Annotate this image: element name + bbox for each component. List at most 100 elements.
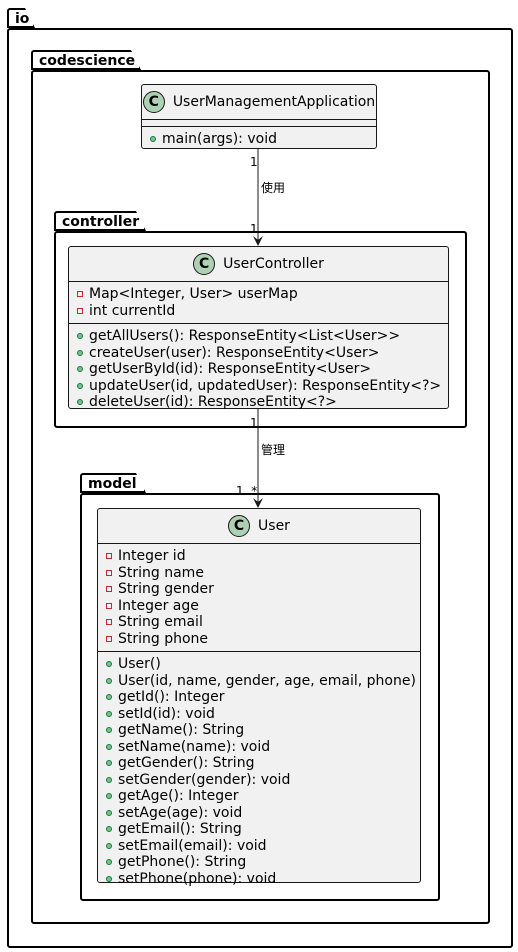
public-visibility-icon xyxy=(106,842,112,849)
private-visibility-icon xyxy=(77,291,83,298)
class-user-controller[interactable]: C UserController Map<Integer, User> user… xyxy=(68,246,449,410)
method-signature: updateUser(id, updatedUser): ResponseEnt… xyxy=(89,377,442,394)
method-row: setEmail(email): void xyxy=(104,838,420,855)
private-visibility-icon xyxy=(106,569,112,576)
package-io-label: io xyxy=(15,11,30,27)
private-visibility-icon xyxy=(106,553,112,560)
method-signature: getEmail(): String xyxy=(118,821,242,837)
field-text: Integer age xyxy=(118,597,199,614)
method-signature: setId(id): void xyxy=(118,705,215,722)
manages-arrowhead xyxy=(253,498,263,508)
field-text: int currentId xyxy=(89,302,176,319)
class-header: C User xyxy=(98,509,420,544)
field-row: String email xyxy=(104,614,420,631)
fields-section: Integer id String name String gender Int… xyxy=(98,544,420,652)
method-signature: deleteUser(id): ResponseEntity<?> xyxy=(89,394,337,410)
method-row: createUser(user): ResponseEntity<User> xyxy=(75,345,448,362)
methods-section: getAllUsers(): ResponseEntity<List<User>… xyxy=(69,324,448,415)
public-visibility-icon xyxy=(106,661,112,668)
public-visibility-icon xyxy=(106,809,112,816)
public-visibility-icon xyxy=(106,875,112,882)
package-controller-label: controller xyxy=(62,214,140,230)
package-codescience-tab: codescience xyxy=(31,50,141,70)
private-visibility-icon xyxy=(106,635,112,642)
public-visibility-icon xyxy=(150,136,156,143)
class-name: User xyxy=(258,518,290,534)
private-visibility-icon xyxy=(106,602,112,609)
field-text: String name xyxy=(118,564,204,581)
method-row: getGender(): String xyxy=(104,755,420,772)
field-row: Map<Integer, User> userMap xyxy=(75,286,448,303)
method-row: deleteUser(id): ResponseEntity<?> xyxy=(75,394,448,411)
public-visibility-icon xyxy=(106,677,112,684)
public-visibility-icon xyxy=(106,727,112,734)
public-visibility-icon xyxy=(77,366,83,373)
method-signature: getId(): Integer xyxy=(118,689,225,705)
public-visibility-icon xyxy=(77,349,83,356)
package-controller-tab: controller xyxy=(54,211,146,231)
methods-section: main(args): void xyxy=(142,127,376,152)
method-signature: setGender(gender): void xyxy=(118,771,291,788)
field-row: Integer age xyxy=(104,598,420,615)
class-header: C UserManagementApplication xyxy=(142,85,376,120)
method-row: getPhone(): String xyxy=(104,854,420,871)
uses-arrowhead xyxy=(253,236,263,246)
fields-section xyxy=(142,120,376,127)
field-row: Integer id xyxy=(104,548,420,565)
field-text: Integer id xyxy=(118,548,186,564)
public-visibility-icon xyxy=(106,710,112,717)
method-signature: getAllUsers(): ResponseEntity<List<User>… xyxy=(89,328,401,344)
method-signature: setName(name): void xyxy=(118,738,271,755)
method-row: getId(): Integer xyxy=(104,689,420,706)
class-stereotype-icon: C xyxy=(193,253,216,275)
method-row: getEmail(): String xyxy=(104,821,420,838)
public-visibility-icon xyxy=(77,333,83,340)
private-visibility-icon xyxy=(106,586,112,593)
class-user-management-application[interactable]: C UserManagementApplication main(args): … xyxy=(141,84,377,149)
class-header: C UserController xyxy=(69,247,448,282)
package-controller xyxy=(54,231,467,428)
class-name: UserController xyxy=(223,256,324,272)
field-row: String gender xyxy=(104,581,420,598)
method-row: setGender(gender): void xyxy=(104,772,420,789)
field-row: String name xyxy=(104,565,420,582)
method-signature: main(args): void xyxy=(162,131,277,147)
public-visibility-icon xyxy=(106,743,112,750)
method-row: main(args): void xyxy=(148,131,376,148)
method-row: setAge(age): void xyxy=(104,805,420,822)
method-signature: setPhone(phone): void xyxy=(118,870,277,887)
fields-section: Map<Integer, User> userMap int currentId xyxy=(69,282,448,324)
package-model-label: model xyxy=(88,476,137,492)
method-signature: getUserById(id): ResponseEntity<User> xyxy=(89,361,372,377)
field-text: String email xyxy=(118,614,203,630)
field-text: Map<Integer, User> userMap xyxy=(89,286,298,302)
method-row: getAge(): Integer xyxy=(104,788,420,805)
private-visibility-icon xyxy=(77,307,83,314)
method-row: setPhone(phone): void xyxy=(104,871,420,888)
class-stereotype-icon: C xyxy=(228,515,251,537)
method-row: setId(id): void xyxy=(104,706,420,723)
class-user[interactable]: C User Integer id String name String gen… xyxy=(97,508,421,887)
public-visibility-icon xyxy=(77,399,83,406)
public-visibility-icon xyxy=(106,826,112,833)
public-visibility-icon xyxy=(106,793,112,800)
field-text: String gender xyxy=(118,581,214,597)
method-signature: getPhone(): String xyxy=(118,854,247,870)
public-visibility-icon xyxy=(106,694,112,701)
package-codescience xyxy=(31,70,490,924)
class-name: UserManagementApplication xyxy=(172,94,376,110)
package-codescience-label: codescience xyxy=(39,53,136,69)
method-signature: User() xyxy=(118,656,161,672)
package-model xyxy=(80,493,440,901)
field-text: String phone xyxy=(118,630,209,647)
method-signature: User(id, name, gender, age, email, phone… xyxy=(118,672,416,689)
field-row: int currentId xyxy=(75,303,448,320)
public-visibility-icon xyxy=(77,382,83,389)
uses-from-multiplicity: 1 xyxy=(250,155,258,169)
method-signature: getGender(): String xyxy=(118,755,255,771)
method-row: getAllUsers(): ResponseEntity<List<User>… xyxy=(75,328,448,345)
method-row: getName(): String xyxy=(104,722,420,739)
method-signature: getAge(): Integer xyxy=(118,788,239,804)
uses-to-multiplicity: 1 xyxy=(250,222,258,236)
